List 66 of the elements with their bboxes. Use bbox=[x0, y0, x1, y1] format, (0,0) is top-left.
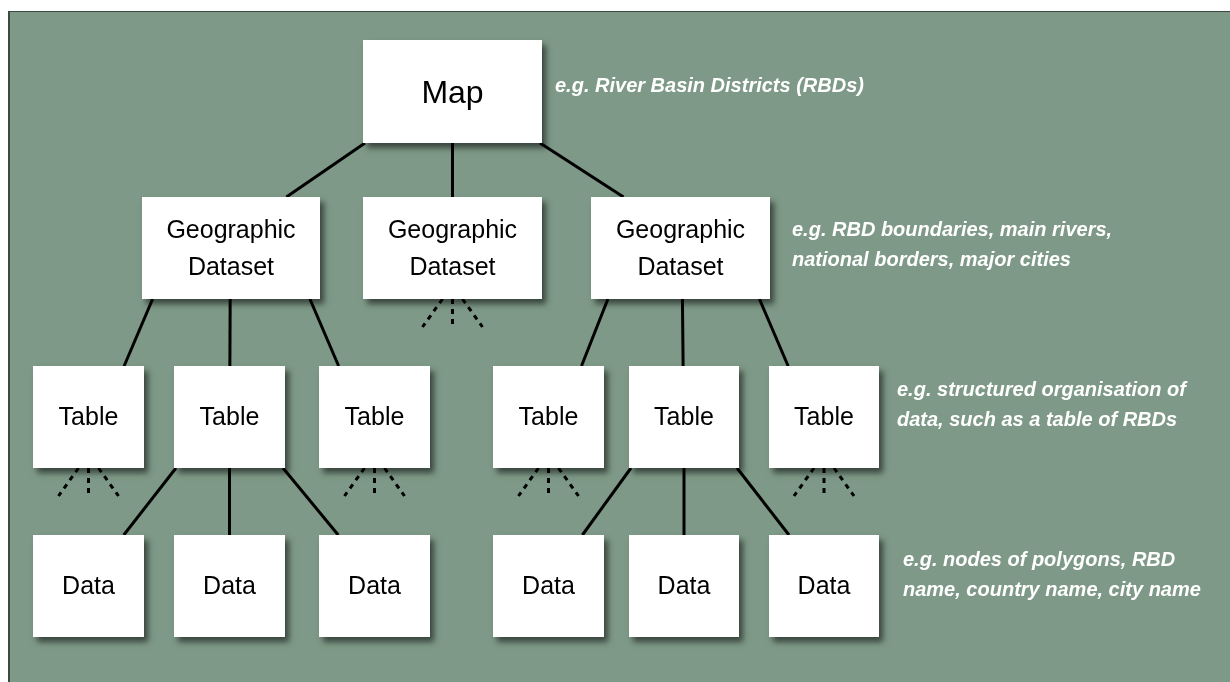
dashed-connector bbox=[517, 467, 540, 497]
hierarchy-box bbox=[33, 535, 144, 637]
hierarchy-box bbox=[493, 535, 604, 637]
box-label: Table bbox=[793, 401, 855, 433]
box-label: Table bbox=[517, 401, 580, 433]
hierarchy-box bbox=[174, 535, 285, 637]
box-label: Geographic Dataset bbox=[165, 213, 297, 282]
hierarchy-box bbox=[591, 197, 770, 299]
connector-line bbox=[682, 468, 686, 535]
connector-line bbox=[680, 298, 685, 367]
dashed-connector bbox=[792, 467, 816, 497]
hierarchy-box bbox=[769, 535, 879, 637]
hierarchy-box bbox=[319, 366, 430, 468]
hierarchy-box bbox=[33, 366, 144, 468]
box-label: Data bbox=[796, 570, 852, 602]
box-label: Table bbox=[653, 401, 715, 433]
connector-line bbox=[758, 298, 790, 367]
hierarchy-box bbox=[493, 366, 604, 468]
hierarchy-box bbox=[142, 197, 320, 299]
connector-line bbox=[228, 299, 232, 366]
box-label: Data bbox=[61, 570, 116, 602]
example-note: e.g. RBD boundaries, main rivers, national borders, major cities bbox=[792, 217, 1114, 272]
dashed-connector bbox=[373, 468, 376, 496]
example-note: e.g. structured organisation of data, such as a table of RBDs bbox=[897, 377, 1189, 432]
dashed-connector bbox=[461, 298, 484, 328]
dashed-connector bbox=[451, 299, 454, 327]
box-label: Map bbox=[420, 72, 485, 112]
dashed-connector bbox=[421, 298, 444, 328]
connector-line bbox=[228, 468, 231, 535]
hierarchy-box bbox=[769, 366, 879, 468]
dashed-connector bbox=[822, 468, 826, 496]
dashed-connector bbox=[87, 468, 90, 496]
connector-line bbox=[581, 467, 633, 536]
connector-line bbox=[285, 141, 366, 199]
box-label: Data bbox=[202, 570, 257, 602]
box-label: Geographic Dataset bbox=[614, 213, 747, 282]
dashed-connector bbox=[557, 467, 580, 497]
dashed-connector bbox=[547, 468, 550, 496]
box-label: Data bbox=[521, 570, 576, 602]
hierarchy-box bbox=[629, 366, 739, 468]
box-label: Table bbox=[198, 401, 261, 433]
connector-line bbox=[281, 467, 340, 536]
example-note: e.g. River Basin Districts (RBDs) bbox=[555, 73, 865, 98]
box-label: Data bbox=[347, 570, 402, 602]
connector-line bbox=[580, 298, 610, 367]
box-label: Table bbox=[57, 401, 120, 433]
dashed-connector bbox=[383, 467, 406, 497]
hierarchy-box bbox=[319, 535, 430, 637]
dashed-connector bbox=[57, 467, 80, 497]
connector-line bbox=[539, 141, 625, 199]
example-note: e.g. nodes of polygons, RBD name, country name, city name bbox=[903, 547, 1202, 602]
hierarchy-box bbox=[363, 40, 542, 143]
dashed-connector bbox=[97, 467, 120, 497]
hierarchy-box bbox=[629, 535, 739, 637]
connector-line bbox=[122, 298, 154, 367]
connector-line bbox=[451, 143, 454, 197]
dashed-connector bbox=[832, 467, 856, 497]
connector-line bbox=[308, 298, 340, 367]
hierarchy-box bbox=[363, 197, 542, 299]
box-label: Data bbox=[656, 570, 712, 602]
connector-line bbox=[122, 467, 178, 536]
connector-line bbox=[735, 467, 791, 536]
hierarchy-box bbox=[174, 366, 285, 468]
box-label: Table bbox=[343, 401, 406, 433]
dashed-connector bbox=[343, 467, 366, 497]
box-label: Geographic Dataset bbox=[386, 213, 519, 282]
